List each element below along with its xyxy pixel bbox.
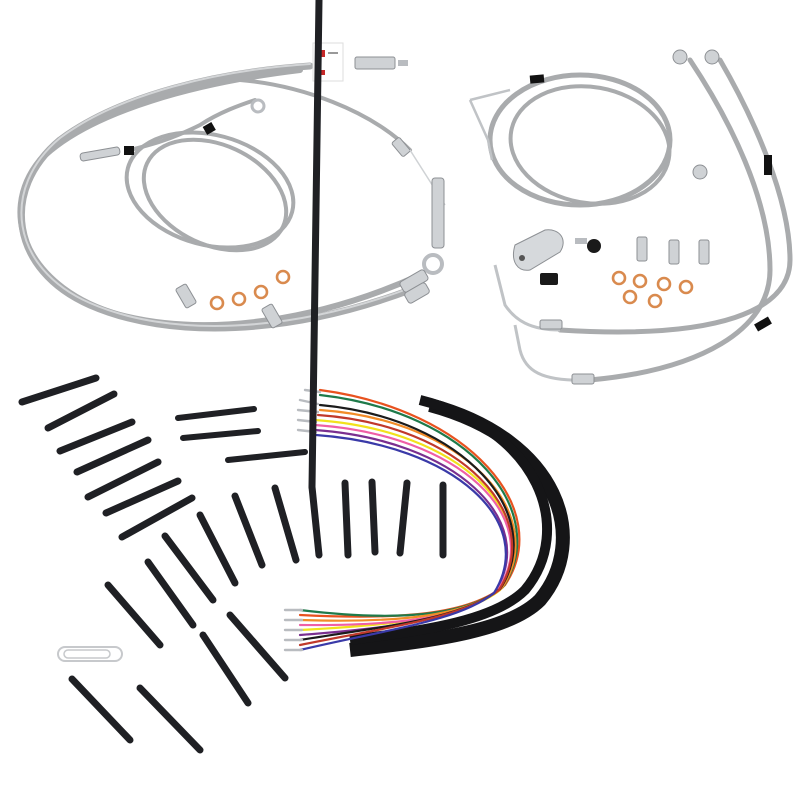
copper-washers-left xyxy=(209,269,291,311)
banjo-bolts-right xyxy=(636,236,710,265)
rubber-grommet xyxy=(540,273,558,285)
copper-washers-right xyxy=(611,270,694,309)
clamp-clip xyxy=(575,238,601,253)
wiring-harness xyxy=(283,388,570,657)
paper-clip xyxy=(57,646,123,662)
coiled-brake-line-left xyxy=(79,98,296,253)
dual-brake-lines-right xyxy=(493,49,793,385)
chrome-bracket xyxy=(513,229,564,271)
long-braided-cable xyxy=(17,42,446,332)
banjo-bolts-left xyxy=(175,283,283,329)
coiled-brake-line-right xyxy=(468,72,708,208)
heat-shrink-tubes xyxy=(18,0,447,754)
